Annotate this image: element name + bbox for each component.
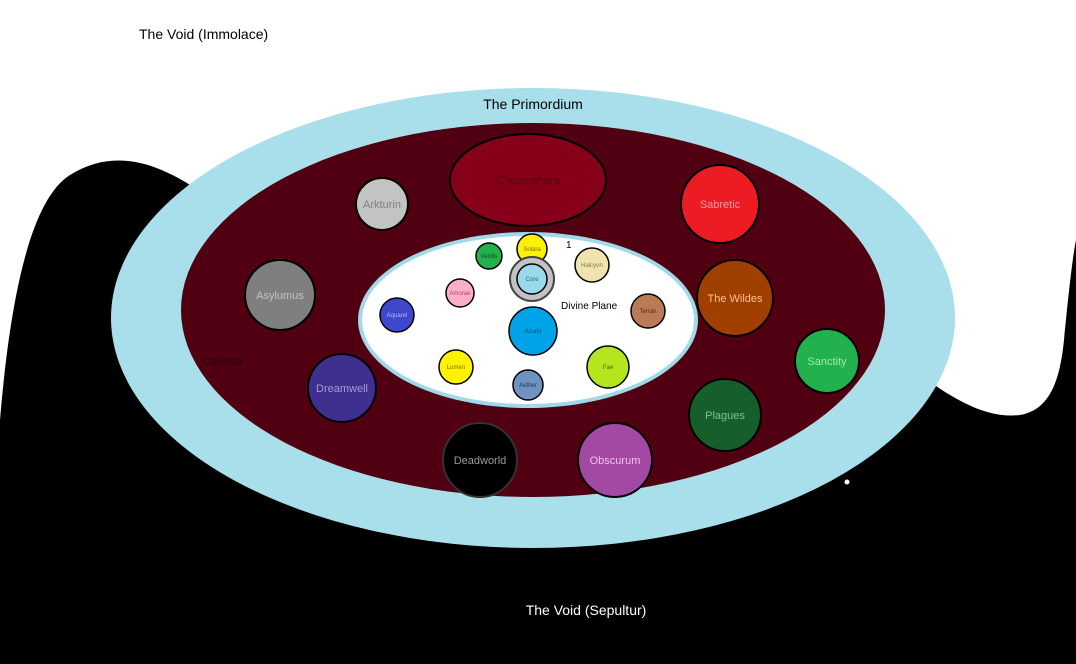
divine-yellow-bottom	[438, 349, 474, 385]
divine-green-label: Verdis	[481, 254, 498, 260]
divine-steel	[512, 369, 544, 401]
divine-steel-label: Aether	[519, 383, 537, 389]
realm-plagues	[688, 378, 762, 452]
divine-brown	[630, 293, 666, 329]
divine-pink-label: Amorae	[449, 291, 471, 297]
divine-blue	[379, 297, 415, 333]
realm-obscurum	[577, 422, 653, 498]
realm-chooseth-label: Choosethera	[497, 175, 561, 187]
realm-sanctity-label: Sanctity	[807, 356, 847, 368]
realm-dreamwell-label: Dreamwell	[316, 383, 368, 395]
divine-green	[475, 242, 503, 270]
divine-cream	[574, 247, 610, 283]
realm-chooseth	[449, 133, 607, 227]
divine-lime-label: Fae	[603, 365, 614, 371]
divine-mark: 1	[566, 240, 572, 251]
realm-asylumus	[244, 259, 316, 331]
void-top-label: The Void (Immolace)	[139, 26, 268, 42]
celestia-label: Celestia	[203, 356, 244, 368]
realm-dreamwell	[307, 353, 377, 423]
divine-cream-label: Halcyon	[581, 263, 603, 269]
void-speck	[844, 479, 850, 485]
outer-realms: Choosethera Arkturin Sabretic Asylumus T…	[244, 133, 860, 498]
divine-yellow-bottom-label: Lumen	[447, 365, 465, 371]
divine-pink	[445, 278, 475, 308]
divine-azure-label: Azuris	[525, 329, 542, 335]
realm-wildes	[696, 259, 774, 337]
realm-obscurum-label: Obscurum	[590, 455, 641, 467]
realm-sabretic	[680, 164, 760, 244]
realm-deadworld	[442, 422, 518, 498]
void-bottom-label: The Void (Sepultur)	[526, 602, 647, 618]
divine-core	[516, 263, 548, 295]
realm-arkturin-label: Arkturin	[363, 199, 401, 211]
realm-wildes-label: The Wildes	[707, 293, 763, 305]
divine-blue-label: Aquarel	[387, 313, 408, 319]
divine-plane-label: Divine Plane	[561, 301, 618, 312]
divine-lime	[586, 345, 630, 389]
divine-azure	[508, 306, 558, 356]
realm-sanctity	[794, 328, 860, 394]
divine-core-label: Core	[525, 277, 539, 283]
realm-plagues-label: Plagues	[705, 410, 745, 422]
realm-asylumus-label: Asylumus	[256, 290, 304, 302]
primordium-label: The Primordium	[483, 96, 583, 112]
realm-arkturin	[355, 177, 409, 231]
divine-brown-label: Terran	[639, 309, 656, 315]
divine-yellow-top-label: Solara	[523, 247, 541, 253]
divine-realms: Verdis Solara Halcyon Core Amorae Aquare…	[379, 233, 666, 401]
realm-sabretic-label: Sabretic	[700, 199, 741, 211]
realm-deadworld-label: Deadworld	[454, 455, 507, 467]
